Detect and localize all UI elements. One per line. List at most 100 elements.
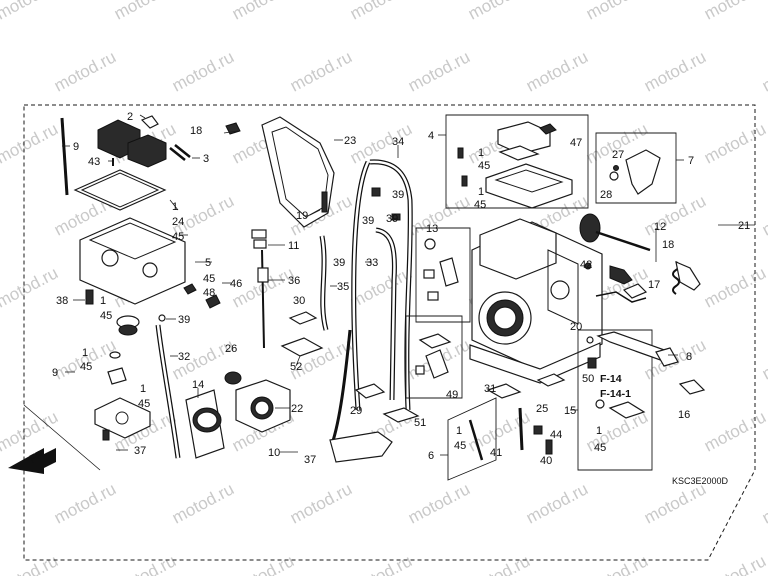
callout-31: 31 — [484, 383, 496, 395]
watermark-text: motod.ru — [0, 191, 1, 239]
callout-labels: 9 2 3 43 1 24 45 5 45 48 46 38 1 45 39 1… — [28, 111, 750, 486]
callout-9-lower: 9 — [52, 367, 58, 379]
pin-a — [169, 147, 186, 161]
watermark-text: motod.ru — [759, 47, 768, 95]
screw-37a — [102, 429, 110, 441]
watermark-text: motod.ru — [0, 335, 1, 383]
needle-clip-a — [251, 229, 267, 239]
top-cover — [127, 134, 167, 168]
clip — [140, 115, 159, 129]
callout-20: 20 — [570, 321, 582, 333]
cap-26 — [224, 371, 242, 385]
cable-bracket — [329, 431, 393, 463]
callout-41: 41 — [490, 447, 502, 459]
callout-1-screw: 1 — [456, 425, 462, 437]
callout-27: 27 — [612, 149, 624, 161]
leader-lines — [62, 114, 755, 456]
callout-38: 38 — [56, 295, 68, 307]
ref-f14: F-14 — [600, 373, 622, 385]
plate-52 — [280, 337, 324, 357]
watermark-text: motod.ru — [465, 0, 533, 24]
callout-45-slide: 45 — [474, 199, 486, 211]
float-gasket — [73, 169, 167, 211]
vent-tube-33-inner — [375, 228, 396, 401]
callout-15: 15 — [564, 405, 576, 417]
choke-rod — [60, 117, 69, 196]
intake-joint-bore-inner — [254, 400, 270, 416]
slide-cover — [485, 163, 573, 209]
frame-corner-line — [23, 404, 101, 471]
top-plate — [497, 121, 551, 155]
watermark-text: motod.ru — [641, 191, 709, 239]
callout-7: 7 — [688, 155, 694, 167]
callout-39-mid: 39 — [333, 257, 345, 269]
callout-10: 10 — [268, 447, 280, 459]
watermark-text: motod.ru — [229, 0, 297, 24]
drum-cover-23 — [261, 116, 335, 228]
watermark-text: motod.ru — [0, 0, 61, 24]
adjuster-knob — [579, 213, 601, 243]
callout-1-pump: 1 — [100, 295, 106, 307]
callout-37-right: 37 — [304, 454, 316, 466]
callout-45-right: 45 — [594, 442, 606, 454]
watermark-text: motod.ru — [0, 479, 1, 527]
screw-4b — [461, 175, 468, 187]
callout-45-pump: 45 — [100, 310, 112, 322]
part-13a — [424, 238, 436, 250]
clip-39a — [371, 187, 381, 197]
watermark-text: motod.ru — [405, 47, 473, 95]
callout-1-bowl: 1 — [172, 201, 178, 213]
callout-33: 33 — [366, 257, 378, 269]
screw-50 — [587, 357, 597, 369]
needle-clip-b — [253, 239, 267, 249]
watermark-text: motod.ru — [759, 479, 768, 527]
watermark-text: motod.ru — [0, 407, 61, 455]
screw-40 — [545, 439, 553, 455]
callout-17: 17 — [648, 279, 660, 291]
plug-39 — [158, 314, 166, 322]
watermark-text: motod.ru — [523, 47, 591, 95]
carburetor-side — [547, 249, 579, 325]
watermark-text: motod.ru — [641, 47, 709, 95]
watermark-text: motod.ru — [759, 191, 768, 239]
callout-39-c: 39 — [386, 213, 398, 225]
slide-cover-rim — [494, 169, 564, 193]
pilot-screw — [468, 419, 484, 461]
wire-17 — [595, 291, 647, 303]
callout-32: 32 — [178, 351, 190, 363]
watermark-text: motod.ru — [701, 263, 768, 311]
drain-tube-32-inner — [156, 324, 180, 459]
callout-45-bowl: 45 — [172, 231, 184, 243]
shaft-41 — [518, 407, 524, 451]
callout-1-top: 1 — [478, 147, 484, 159]
watermark-text: motod.ru — [169, 479, 237, 527]
callout-21: 21 — [738, 220, 750, 232]
vent-tube-34b-inner — [369, 160, 412, 411]
pump-seal — [118, 324, 138, 336]
callout-49: 49 — [446, 389, 458, 401]
callout-30: 30 — [293, 295, 305, 307]
callout-47: 47 — [570, 137, 582, 149]
callout-39-left: 39 — [178, 314, 190, 326]
pump-cover — [94, 397, 151, 439]
cap-31 — [486, 383, 522, 399]
callout-3: 3 — [203, 153, 209, 165]
callout-25: 25 — [536, 403, 548, 415]
callout-1-right: 1 — [596, 425, 602, 437]
fitting-47 — [539, 123, 557, 135]
callout-23: 23 — [344, 135, 356, 147]
screw-4a — [457, 147, 464, 159]
watermark-text: motod.ru — [287, 47, 355, 95]
callout-18: 18 — [190, 125, 202, 137]
part-13b — [439, 257, 459, 287]
screw-44 — [533, 425, 543, 435]
watermark-text: motod.ru — [583, 0, 651, 24]
watermark-text: motod.ru — [405, 191, 473, 239]
part-13d — [427, 291, 439, 301]
washer-15a — [595, 399, 605, 409]
callout-18-right: 18 — [662, 239, 674, 251]
watermark-text: motod.ru — [0, 263, 61, 311]
float-gasket-inner — [80, 172, 160, 208]
chamber-port-a — [101, 249, 119, 267]
